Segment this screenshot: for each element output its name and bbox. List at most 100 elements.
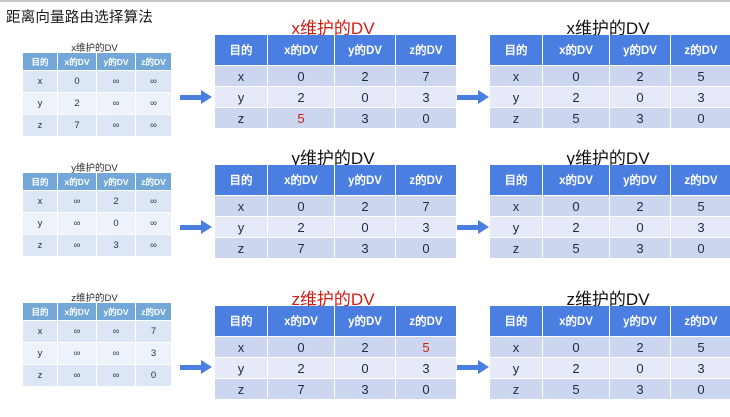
dv-cell: ∞ — [97, 365, 135, 386]
dv-cell: 5 — [671, 66, 730, 86]
dv-cell: 0 — [396, 379, 456, 399]
dv-cell: ∞ — [136, 191, 171, 212]
dv-cell: ∞ — [97, 343, 135, 364]
dv-cell: 3 — [335, 379, 395, 399]
column-header-3: z的DV — [136, 53, 171, 70]
dv-cell: ∞ — [58, 343, 96, 364]
column-header-3: z的DV — [396, 35, 456, 65]
column-header-3: z的DV — [136, 173, 171, 190]
table-row: z∞3∞ — [23, 235, 171, 256]
column-header-2: y的DV — [610, 306, 670, 336]
row-z-arrow-right — [457, 360, 489, 374]
dv-cell: ∞ — [58, 321, 96, 342]
row-label-cell: y — [215, 358, 267, 378]
column-header-2: y的DV — [97, 173, 135, 190]
column-header-3: z的DV — [671, 306, 730, 336]
dv-cell: 2 — [543, 217, 609, 237]
dv-cell: 5 — [543, 379, 609, 399]
dv-cell: 3 — [136, 343, 171, 364]
column-header-1: x的DV — [268, 306, 334, 336]
column-header-1: x的DV — [543, 35, 609, 65]
dv-cell: 5 — [268, 108, 334, 128]
dv-cell: 0 — [268, 337, 334, 357]
column-header-0: 目的 — [215, 165, 267, 195]
column-header-0: 目的 — [23, 173, 57, 190]
row-label-cell: z — [215, 108, 267, 128]
dv-cell: 0 — [396, 108, 456, 128]
arrow-head — [201, 90, 212, 104]
dv-cell: ∞ — [58, 365, 96, 386]
dv-cell: 5 — [543, 238, 609, 258]
column-header-0: 目的 — [490, 35, 542, 65]
dv-cell: 2 — [335, 337, 395, 357]
column-header-1: x的DV — [268, 165, 334, 195]
dv-cell: 7 — [58, 115, 96, 136]
column-header-2: y的DV — [97, 53, 135, 70]
row-label-cell: x — [490, 66, 542, 86]
row-y-arrow-left — [180, 220, 212, 234]
dv-cell: 0 — [335, 217, 395, 237]
arrow-shaft — [457, 365, 479, 370]
row-z-arrow-left — [180, 360, 212, 374]
column-header-1: x的DV — [268, 35, 334, 65]
dv-cell: 0 — [396, 238, 456, 258]
table-row: z∞∞0 — [23, 365, 171, 386]
column-header-2: y的DV — [335, 306, 395, 336]
dv-cell: 3 — [610, 108, 670, 128]
dv-cell: 5 — [671, 337, 730, 357]
table-row: x∞∞7 — [23, 321, 171, 342]
dv-cell: 3 — [335, 238, 395, 258]
column-header-3: z的DV — [671, 35, 730, 65]
row-label-cell: x — [23, 71, 57, 92]
dv-cell: 2 — [543, 87, 609, 107]
row-label-cell: y — [490, 217, 542, 237]
row-z-middle-caption: z维护的DV — [291, 290, 375, 309]
column-header-1: x的DV — [58, 303, 96, 320]
dv-cell: 2 — [268, 217, 334, 237]
dv-cell: 0 — [136, 365, 171, 386]
dv-cell: 2 — [97, 191, 135, 212]
dv-cell: 7 — [268, 379, 334, 399]
row-y-final-caption: y维护的DV — [566, 149, 650, 168]
column-header-3: z的DV — [671, 165, 730, 195]
dv-cell: 3 — [396, 217, 456, 237]
column-header-3: z的DV — [396, 306, 456, 336]
arrow-shaft — [457, 225, 479, 230]
dv-cell: ∞ — [97, 93, 135, 114]
arrow-head — [201, 220, 212, 234]
dv-cell: 5 — [671, 196, 730, 216]
page-title: 距离向量路由选择算法 — [6, 10, 153, 26]
row-label-cell: z — [23, 235, 57, 256]
row-label-cell: x — [490, 337, 542, 357]
row-label-cell: z — [490, 379, 542, 399]
dv-cell: ∞ — [136, 115, 171, 136]
column-header-2: y的DV — [97, 303, 135, 320]
dv-cell: 2 — [268, 358, 334, 378]
table-row: y∞0∞ — [23, 213, 171, 234]
dv-cell: 3 — [671, 358, 730, 378]
row-label-cell: z — [490, 108, 542, 128]
column-header-0: 目的 — [23, 303, 57, 320]
